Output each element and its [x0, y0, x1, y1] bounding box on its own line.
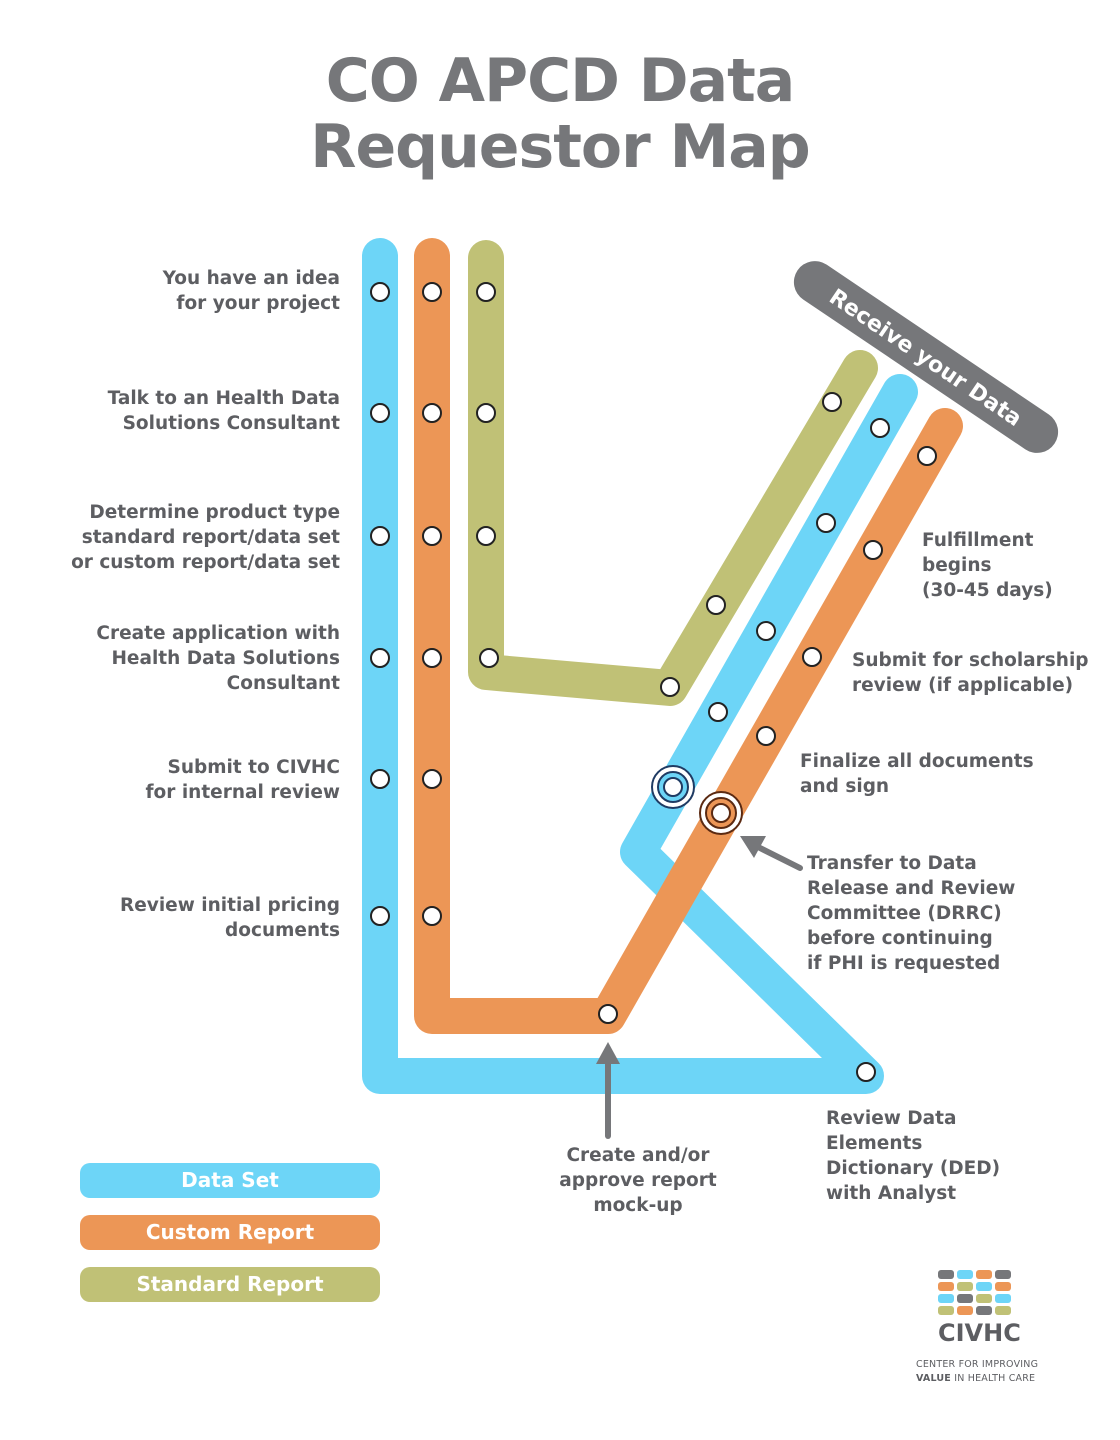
- step-drrc-line: Committee (DRRC): [807, 903, 1002, 924]
- step-finalize-line: and sign: [800, 776, 890, 797]
- step-scholarship-line: review (if applicable): [852, 675, 1074, 696]
- page-title: CO APCD Data Requestor Map: [0, 48, 1120, 180]
- station: [476, 403, 496, 423]
- station: [422, 526, 442, 546]
- step-drrc: Transfer to Data Release and Review Comm…: [807, 851, 1015, 976]
- station: [822, 392, 842, 412]
- step-fulfillment: Fulfillment begins (30-45 days): [922, 528, 1053, 603]
- step-finalize: Finalize all documents and sign: [800, 749, 1034, 799]
- custom-report-line: [414, 238, 963, 1034]
- step-consultant-line: Talk to an Health Data: [107, 388, 340, 409]
- station: [479, 648, 499, 668]
- legend-custom-report: Custom Report: [80, 1215, 380, 1250]
- station: [370, 769, 390, 789]
- step-ded-line: Review Data: [826, 1108, 957, 1129]
- step-pricing-line: Review initial pricing: [119, 895, 340, 916]
- custom-report-stations: [422, 282, 937, 1024]
- standard-report-line: [468, 240, 878, 706]
- station: [816, 513, 836, 533]
- standard-report-stations: [476, 282, 842, 697]
- step-drrc-line: before continuing: [807, 928, 993, 949]
- step-fulfillment-line: Fulfillment: [922, 530, 1034, 551]
- banner-background: [793, 261, 1059, 453]
- step-submit-civhc: Submit to CIVHC for internal review: [146, 755, 341, 805]
- legend-data-set: Data Set: [80, 1163, 380, 1198]
- station: [370, 526, 390, 546]
- step-application-line: Consultant: [226, 673, 340, 694]
- step-ded-line: Dictionary (DED): [826, 1158, 1001, 1179]
- station: [422, 648, 442, 668]
- step-product-type: Determine product type standard report/d…: [71, 500, 340, 575]
- civhc-tagline-1: CENTER FOR IMPROVING: [916, 1359, 1039, 1370]
- step-mockup-line: Create and/or: [566, 1145, 710, 1166]
- step-application-line: Create application with: [96, 623, 340, 644]
- step-consultant: Talk to an Health Data Solutions Consult…: [108, 386, 340, 436]
- station: [422, 282, 442, 302]
- drrc-transfer-station-data-set: [651, 765, 695, 809]
- step-scholarship: Submit for scholarship review (if applic…: [852, 648, 1089, 698]
- station: [476, 526, 496, 546]
- station: [422, 769, 442, 789]
- step-idea: You have an idea for your project: [163, 266, 340, 316]
- step-mockup: Create and/or approve report mock-up: [538, 1143, 738, 1218]
- station: [856, 1062, 876, 1082]
- station: [370, 282, 390, 302]
- station: [917, 446, 937, 466]
- drrc-arrow: [740, 836, 803, 871]
- step-idea-line: You have an idea: [162, 268, 340, 289]
- step-application-line: Health Data Solutions: [111, 648, 340, 669]
- step-submit-line: for internal review: [145, 782, 341, 803]
- transfer-ring-inner: [711, 803, 731, 823]
- step-pricing-line: documents: [225, 920, 340, 941]
- station: [870, 418, 890, 438]
- station: [422, 403, 442, 423]
- step-application: Create application with Health Data Solu…: [96, 621, 340, 696]
- step-drrc-line: Release and Review: [807, 878, 1016, 899]
- station: [370, 906, 390, 926]
- step-ded-line: with Analyst: [826, 1183, 957, 1204]
- station: [802, 647, 822, 667]
- station: [706, 595, 726, 615]
- drrc-transfer-station-custom: [699, 791, 743, 835]
- station: [370, 648, 390, 668]
- station: [660, 677, 680, 697]
- station: [756, 621, 776, 641]
- civhc-tagline-bold: VALUE: [916, 1373, 951, 1384]
- step-mockup-line: approve report: [559, 1170, 717, 1191]
- step-mockup-line: mock-up: [593, 1195, 683, 1216]
- transfer-ring-inner: [663, 777, 683, 797]
- step-consultant-line: Solutions Consultant: [122, 413, 340, 434]
- step-product-line: standard report/data set: [81, 527, 340, 548]
- civhc-tagline-rest: IN HEALTH CARE: [950, 1373, 1036, 1384]
- civhc-tagline-2: VALUE IN HEALTH CARE: [916, 1373, 1035, 1384]
- step-finalize-line: Finalize all documents: [800, 751, 1034, 772]
- station: [708, 702, 728, 722]
- step-fulfillment-line: begins: [922, 555, 992, 576]
- step-submit-line: Submit to CIVHC: [167, 757, 340, 778]
- step-scholarship-line: Submit for scholarship: [852, 650, 1089, 671]
- station: [422, 906, 442, 926]
- data-set-stations: [370, 282, 890, 1082]
- station: [598, 1004, 618, 1024]
- step-ded: Review Data Elements Dictionary (DED) wi…: [826, 1106, 1000, 1206]
- mockup-arrow: [596, 1042, 620, 1139]
- step-pricing: Review initial pricing documents: [120, 893, 340, 943]
- station: [476, 282, 496, 302]
- step-drrc-line: if PHI is requested: [807, 953, 1001, 974]
- legend-standard-report: Standard Report: [80, 1267, 380, 1302]
- civhc-wordmark: CIVHC: [938, 1319, 1021, 1347]
- step-product-line: or custom report/data set: [71, 552, 340, 573]
- step-drrc-line: Transfer to Data: [807, 853, 977, 874]
- step-fulfillment-line: (30-45 days): [922, 580, 1053, 601]
- step-product-line: Determine product type: [89, 502, 340, 523]
- station: [863, 540, 883, 560]
- step-idea-line: for your project: [176, 293, 340, 314]
- title-line-1: CO APCD Data: [325, 46, 796, 116]
- step-ded-line: Elements: [826, 1133, 923, 1154]
- title-line-2: Requestor Map: [310, 112, 811, 182]
- station: [756, 726, 776, 746]
- station: [370, 403, 390, 423]
- civhc-logo-mark: [938, 1270, 1011, 1315]
